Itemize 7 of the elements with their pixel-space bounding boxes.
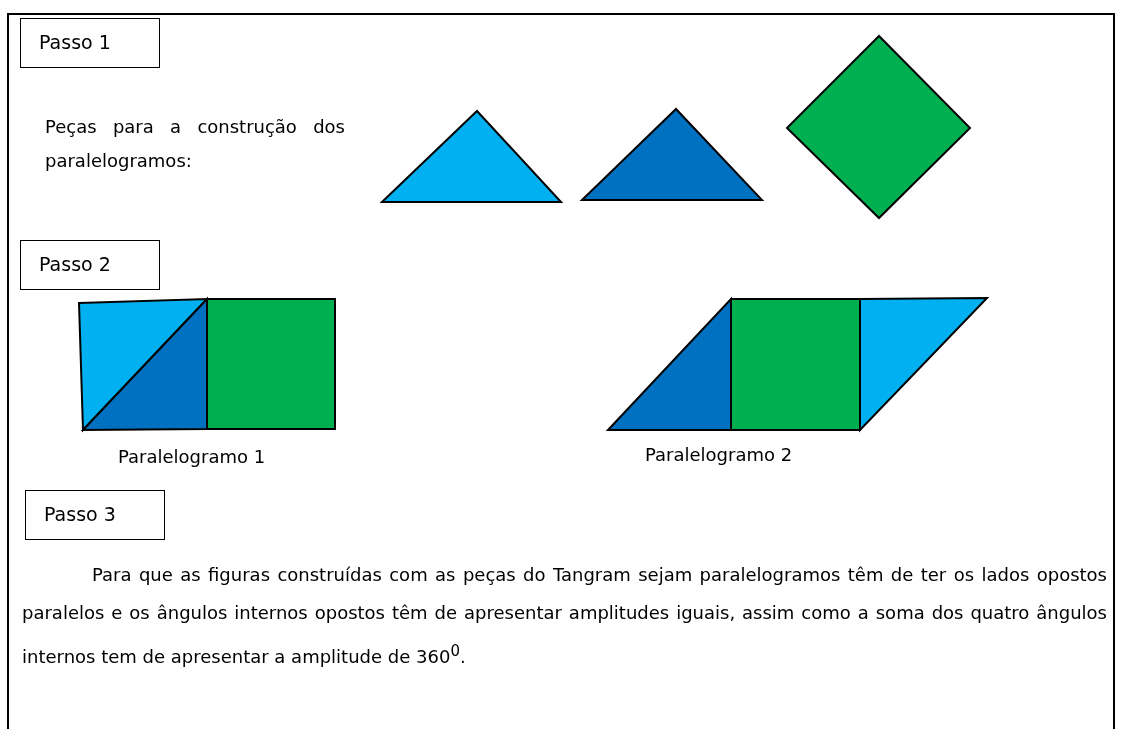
intro-text: Peças para a construção dos paralelogramos:: [45, 115, 345, 173]
step-label: Passo 3: [25, 490, 165, 540]
step-label: Passo 1: [20, 18, 160, 68]
figure-caption: Paralelogramo 2: [645, 443, 794, 467]
step-label: Passo 2: [20, 240, 160, 290]
conclusion-paragraph: Para que as figuras construídas com as peças do Tangram sejam paralelogramos têm de ter os lados opostos paralelos e os ângulos internos opostos têm de apresentar amplitudes iguais, assim como a soma dos quatro ângulos internos tem de apresentar a amplitude de 360$^{0}$.: [22, 563, 1107, 669]
figure-caption: Paralelogramo 1: [118, 445, 267, 469]
